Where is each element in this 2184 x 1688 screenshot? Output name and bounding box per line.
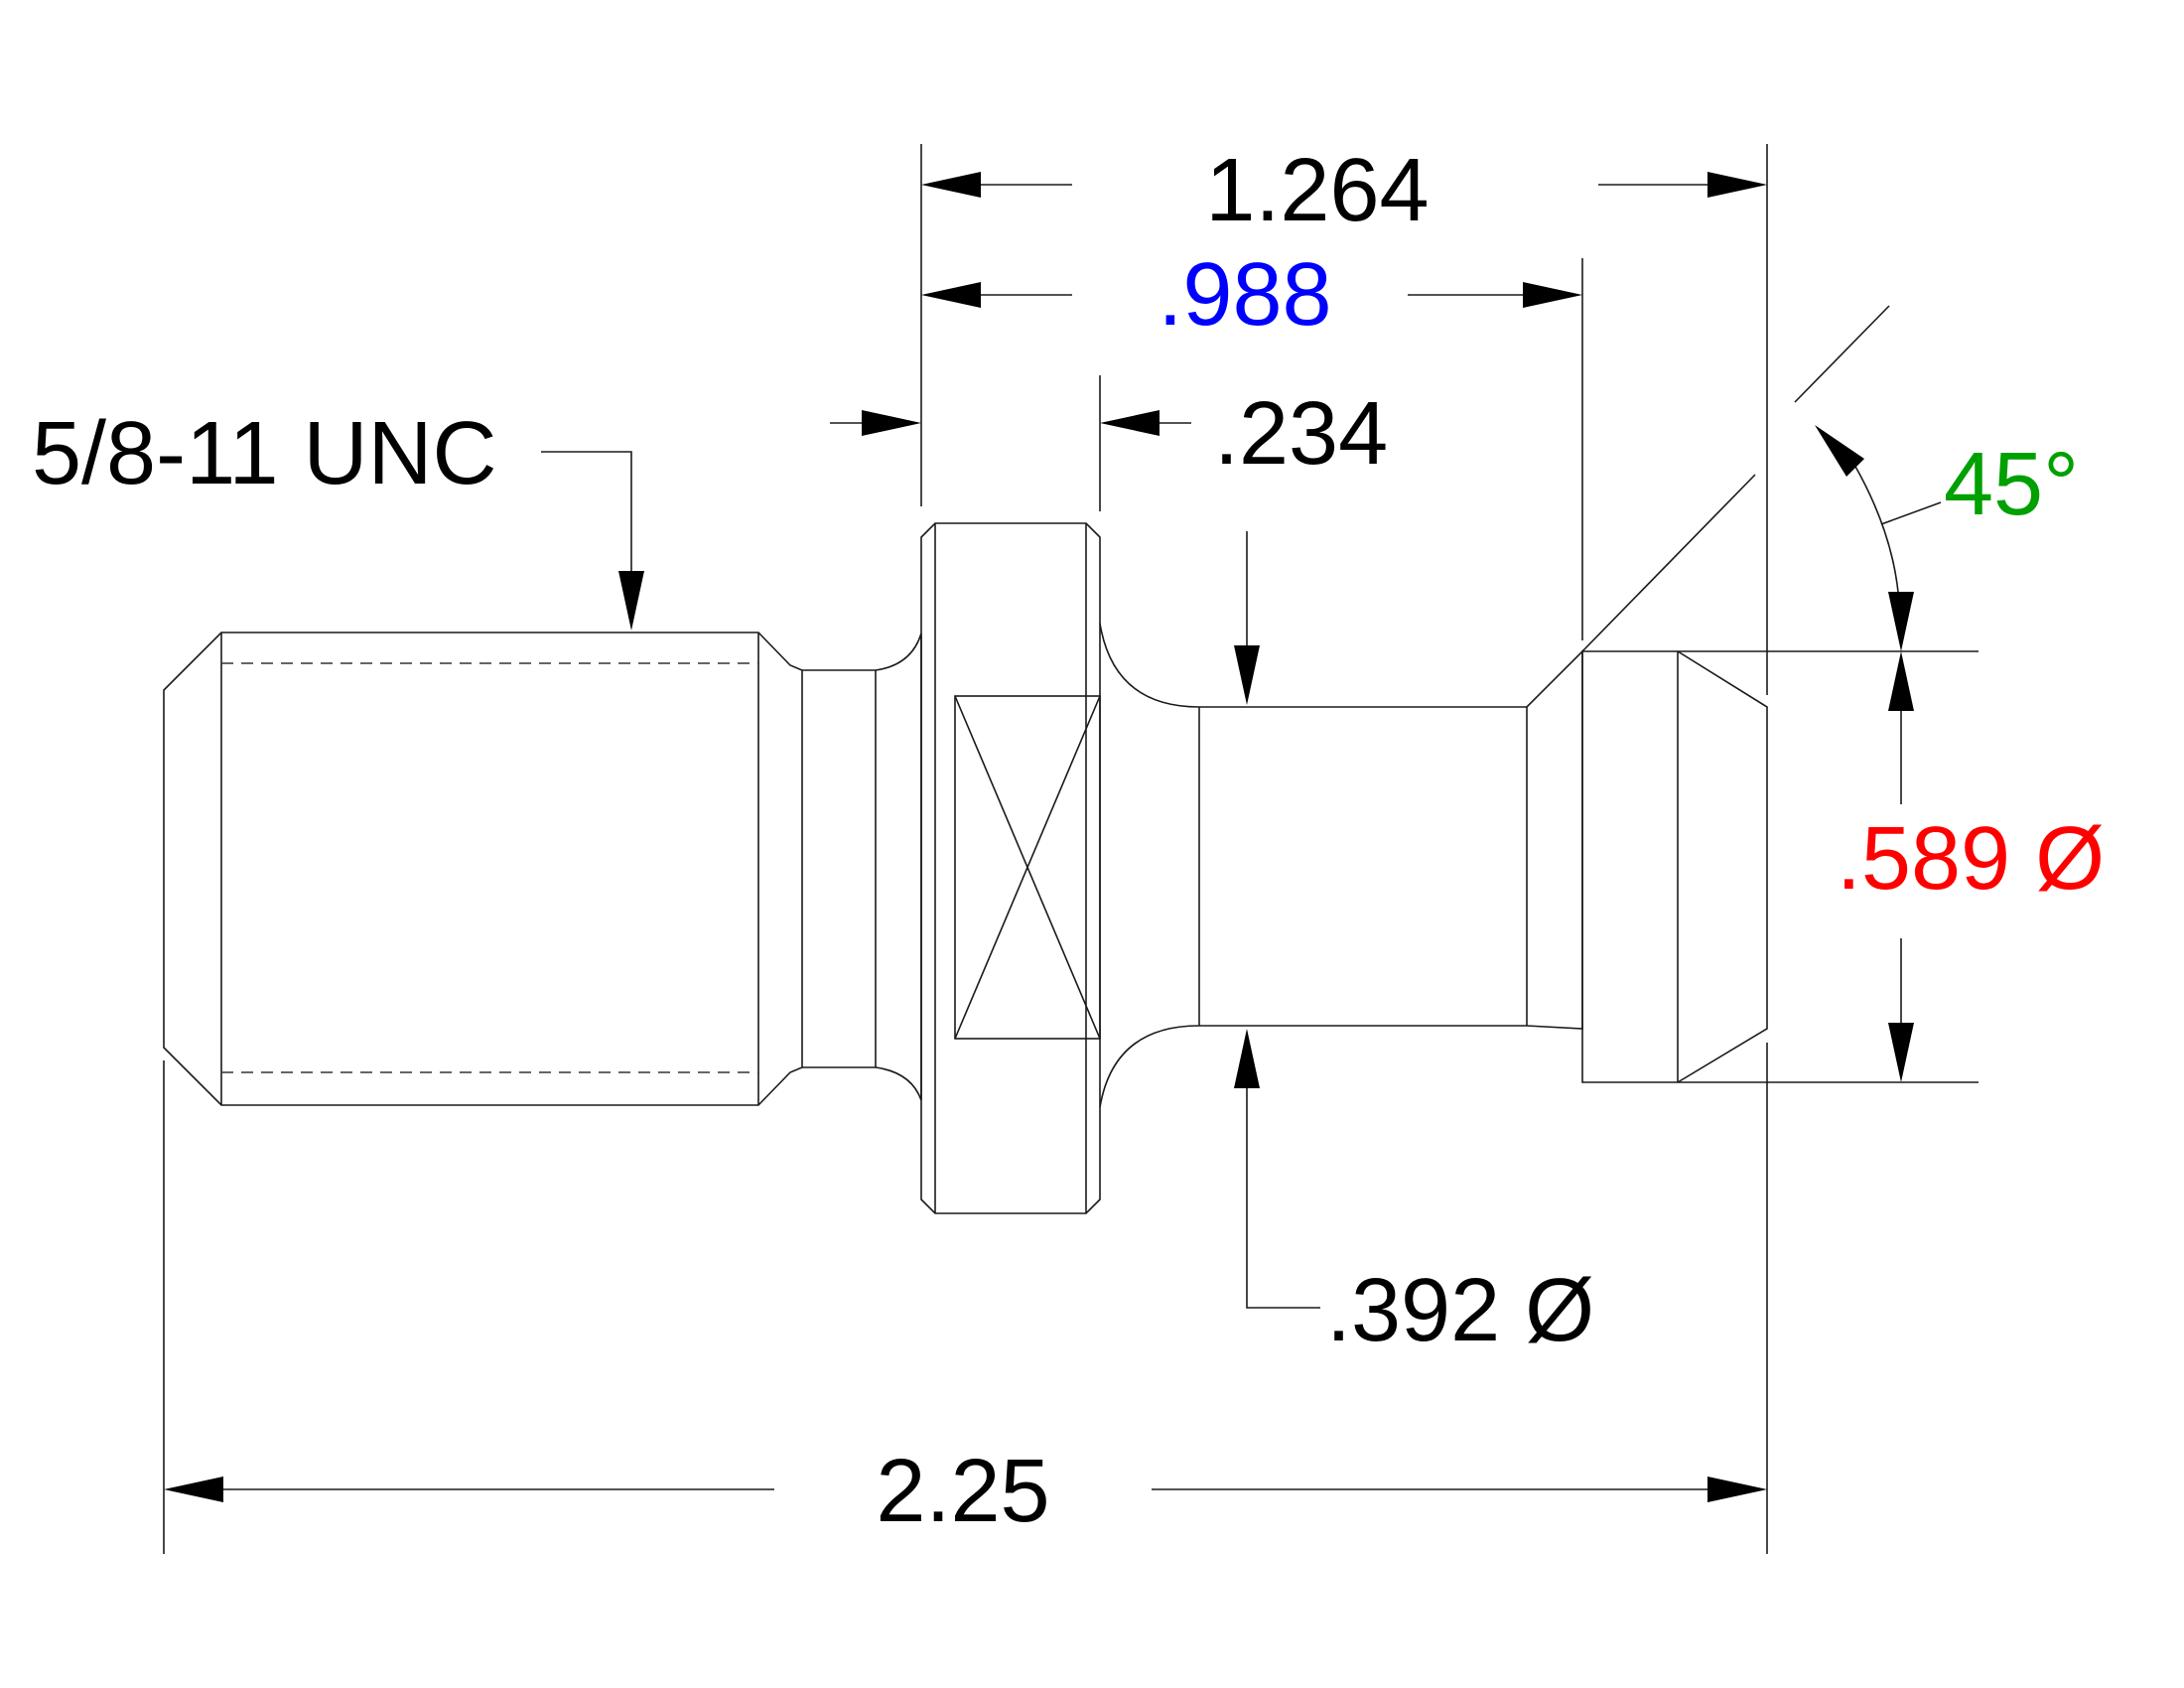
angle-label: 45°: [1944, 435, 2079, 534]
length-1264-label: 1.264: [1205, 141, 1429, 240]
length-988-label: .988: [1158, 245, 1331, 345]
flange-width-label: .234: [1214, 384, 1388, 484]
dim-234: [830, 410, 1191, 436]
dim-1264: [921, 172, 1767, 198]
overall-length-label: 2.25: [876, 1442, 1049, 1541]
thread-leader: [541, 451, 644, 631]
dim-head-diameter: [1888, 651, 1914, 1082]
neck-leader: [1234, 531, 1320, 1309]
neck-outline: [1099, 623, 1583, 1108]
thread-label: 5/8-11 UNC: [32, 404, 497, 503]
wrench-flat: [954, 695, 1101, 1040]
relief-groove-outline: [802, 633, 922, 1101]
head-diameter-label: .589 Ø: [1837, 809, 2105, 909]
head-outline: [1581, 650, 1768, 1083]
flange-outline: [920, 522, 1101, 1214]
wrench-flat-cross-2: [954, 695, 1101, 1040]
thread-body-outline: [163, 632, 803, 1106]
dim-988: [921, 282, 1582, 308]
neck-diameter-label: .392 Ø: [1326, 1261, 1594, 1360]
dim-overall-length: [164, 1477, 1767, 1502]
extension-lines: [163, 144, 1979, 1554]
dim-angle: [1815, 425, 1942, 651]
part-outline: [163, 522, 1768, 1214]
